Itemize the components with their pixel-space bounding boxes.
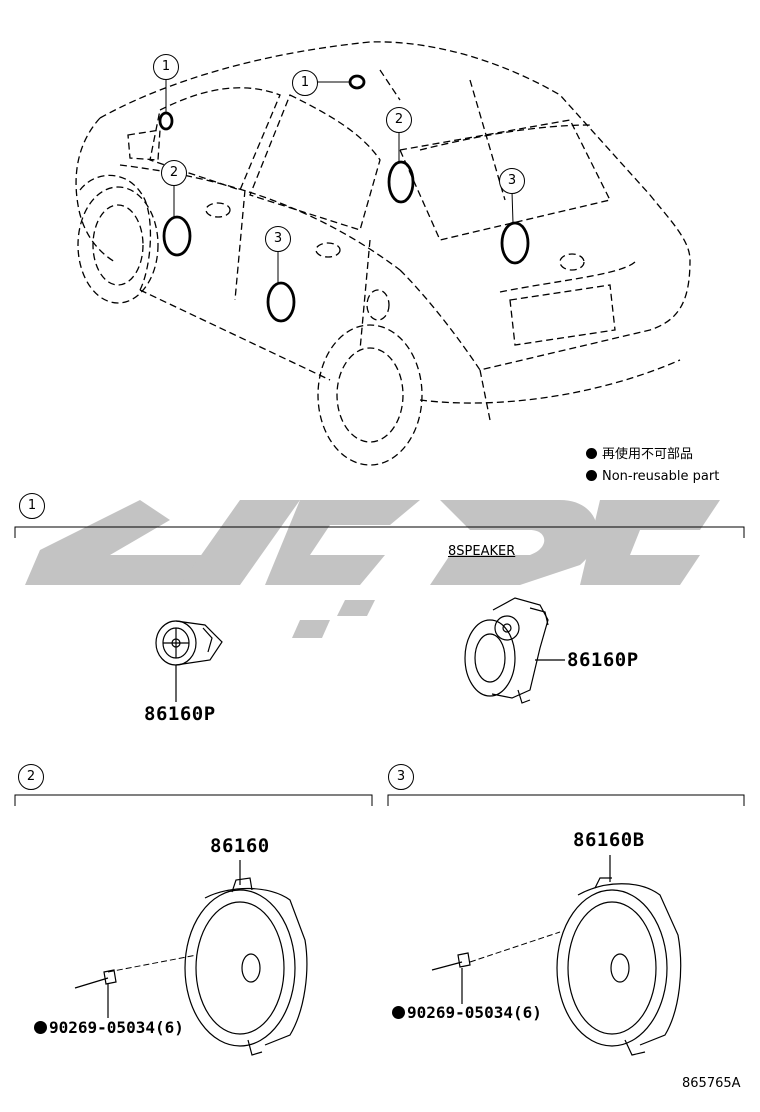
- section-frames: [14, 526, 745, 806]
- callout-3-door: 3: [265, 226, 291, 252]
- callout-2-front: 2: [161, 160, 187, 186]
- part-screw-front: 90269-05034(6): [34, 1020, 184, 1036]
- section-3-number: 3: [388, 764, 414, 790]
- part-front-speaker: 86160: [210, 835, 270, 857]
- section-1-number: 1: [19, 493, 45, 519]
- callout-2-back: 2: [386, 107, 412, 133]
- speaker-location-markers: [158, 74, 530, 323]
- non-reusable-dot-icon: [34, 1021, 47, 1034]
- part-rear-speaker: 86160B: [573, 829, 645, 851]
- callout-1-front: 1: [153, 54, 179, 80]
- legend-en: Non-reusable part: [586, 470, 719, 483]
- non-reusable-dot-icon: [586, 448, 597, 459]
- legend-jp: 再使用不可部品: [586, 448, 693, 461]
- marker-back-door-left: [387, 160, 415, 204]
- part-tweeter-right: 86160P: [567, 649, 639, 671]
- watermark-graphic: [25, 500, 720, 638]
- part-tweeter-left: 86160P: [144, 703, 216, 725]
- section-2-number: 2: [18, 764, 44, 790]
- tweeter-left-illustration: [155, 620, 223, 702]
- section-1-title: 8SPEAKER: [448, 544, 516, 559]
- callout-3-back: 3: [499, 168, 525, 194]
- tweeter-right-illustration: [464, 597, 565, 704]
- non-reusable-dot-icon: [586, 470, 597, 481]
- diagram-id: 865765A: [682, 1076, 741, 1091]
- rear-speaker-illustration: [431, 855, 682, 1056]
- non-reusable-dot-icon: [392, 1006, 405, 1019]
- callout-1-rear: 1: [292, 70, 318, 96]
- marker-front-tweeter: [158, 111, 174, 131]
- marker-front-door: [162, 215, 192, 257]
- marker-rear-tweeter: [348, 74, 366, 90]
- part-screw-rear: 90269-05034(6): [392, 1005, 542, 1021]
- marker-back-door-right: [500, 221, 530, 265]
- marker-rear-door: [266, 281, 296, 323]
- front-speaker-illustration: [74, 860, 308, 1056]
- car-illustration: [75, 41, 691, 466]
- callout-leaders: [165, 78, 514, 283]
